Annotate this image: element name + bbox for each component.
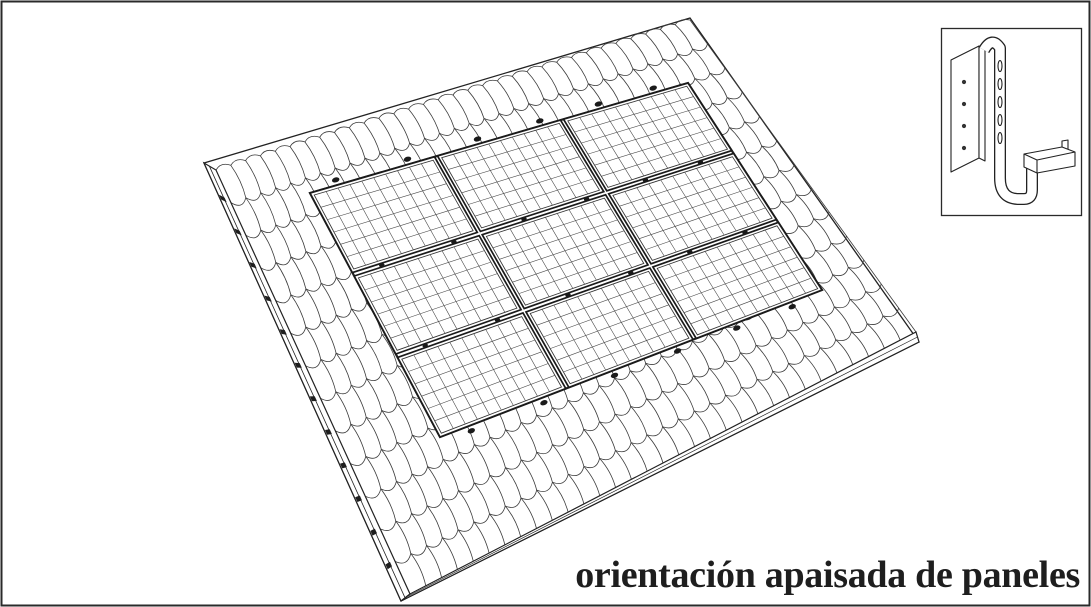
panel-cell-grid: [320, 163, 467, 266]
mounting-clamp: [649, 85, 657, 91]
plate-hole: [961, 79, 967, 85]
plate-hole: [961, 123, 967, 129]
mounting-clamp: [451, 239, 457, 244]
roof-right-edge: [689, 19, 917, 333]
batten-end-marker: [249, 262, 257, 269]
mounting-clamps: [331, 85, 796, 434]
panel-inner-frame: [612, 156, 773, 261]
hook-base-plate: [950, 45, 980, 173]
mounting-clamp: [628, 270, 634, 275]
mounting-clamp: [403, 156, 412, 162]
solar-panel: [607, 152, 778, 265]
hook-rail-clamp-edges: [1023, 139, 1076, 173]
panel-cell-grid: [536, 275, 683, 380]
mounting-clamp: [331, 177, 340, 183]
batten-end-marker: [264, 295, 272, 302]
caption: orientación apaisada de paneles: [575, 554, 1080, 596]
mounting-clamp: [687, 249, 693, 255]
panel-cell-grid: [364, 242, 511, 347]
tile-column-line: [274, 151, 474, 562]
batten-end-marker: [325, 429, 332, 435]
roof-hook-icon: [950, 36, 1076, 205]
mounting-clamp: [540, 399, 548, 406]
mounting-clamp: [788, 303, 796, 310]
mounting-clamp: [521, 217, 527, 222]
batten-end-marker: [294, 362, 302, 368]
batten-end-marker: [340, 462, 347, 469]
solar-panel: [480, 193, 650, 310]
panel-cell-grid: [408, 320, 556, 429]
hook-slot: [997, 77, 1003, 91]
mounting-clamp: [379, 263, 385, 268]
panel-cell-grid: [619, 160, 766, 257]
panel-cell-grid: [448, 126, 593, 225]
batten-end-marker: [219, 194, 227, 203]
roof-verge-and-eave: [202, 161, 920, 602]
hook-arm: [979, 37, 1037, 204]
mounting-clamp: [742, 230, 748, 235]
tile-column-line: [245, 160, 442, 578]
batten-end-marker: [309, 396, 317, 402]
panel-inner-frame: [567, 85, 729, 188]
solar-panel: [651, 221, 824, 340]
mounting-clamp: [733, 325, 741, 331]
solar-panel: [436, 119, 606, 233]
mounting-clamp: [422, 343, 428, 348]
panel-frame: [308, 155, 479, 274]
mounting-clamp: [536, 118, 544, 124]
batten-end-marker: [279, 329, 287, 335]
panel-frame: [436, 119, 606, 233]
plate-hole: [961, 101, 967, 107]
solar-panel: [308, 155, 479, 274]
batten-end-marker: [234, 228, 242, 236]
tile-column-line: [230, 165, 427, 586]
solar-panel: [396, 311, 568, 439]
hook-slot: [997, 95, 1003, 109]
mounting-clamp: [467, 428, 475, 434]
batten-end-marker: [370, 528, 377, 536]
mounting-clamp: [642, 178, 649, 183]
solar-panel: [562, 82, 734, 192]
mounting-clamp: [494, 317, 501, 323]
tile-column-line: [660, 29, 885, 349]
hook-base-plate-edge: [978, 45, 986, 162]
mounting-clamp: [610, 372, 619, 379]
roof-hook-inset: [940, 27, 1083, 217]
verge-board-line: [209, 165, 406, 599]
tile-column-line: [674, 24, 901, 341]
eave-board-line: [405, 336, 918, 598]
panel-frame: [651, 221, 824, 340]
mounting-clamp: [565, 293, 571, 298]
batten-end-marker: [385, 561, 392, 570]
batten-end-marker: [355, 495, 362, 502]
solar-panel-array: [308, 81, 824, 439]
panel-inner-frame: [357, 238, 518, 351]
mounting-clamp: [594, 101, 603, 107]
panel-cell-grid: [492, 201, 638, 302]
mounting-clamp: [673, 348, 682, 354]
hook-slot: [997, 131, 1003, 145]
panel-cell-grid: [663, 229, 812, 331]
panel-cell-grid: [574, 89, 721, 184]
mounting-clamp: [697, 160, 704, 165]
mounting-clamp: [473, 136, 482, 142]
plate-hole: [961, 145, 967, 151]
hook-slot: [997, 113, 1003, 127]
panel-inner-frame: [529, 270, 690, 385]
tile-column-line: [260, 155, 458, 570]
mounting-clamp: [583, 197, 590, 202]
solar-panel: [352, 234, 523, 356]
solar-panel: [524, 266, 695, 389]
hook-slot: [997, 59, 1003, 73]
